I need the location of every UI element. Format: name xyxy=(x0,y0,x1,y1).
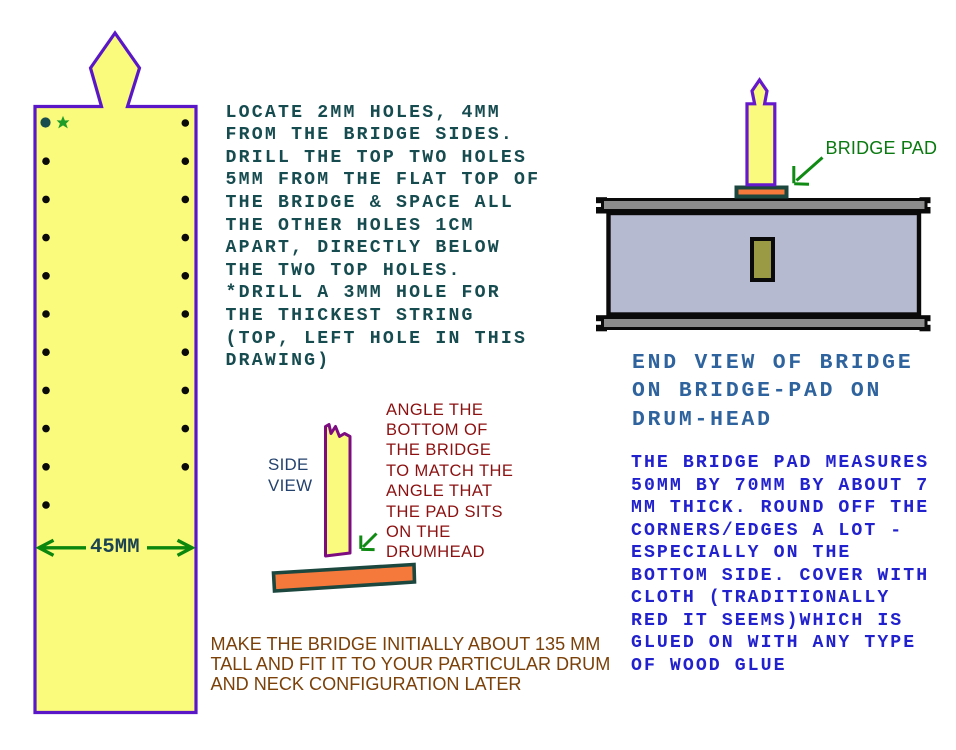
drill-hole-dot xyxy=(42,157,50,165)
drill-hole-dot xyxy=(181,272,190,280)
bridge-side-outline xyxy=(324,423,352,558)
drill-hole-dot xyxy=(42,463,50,471)
drill-hole-dot xyxy=(181,386,190,395)
bridge-pad-end-view xyxy=(734,185,789,199)
drill-hole-dot xyxy=(42,386,50,395)
drum-port xyxy=(750,237,775,282)
end-view-title: END VIEW OF BRIDGE ON BRIDGE-PAD ON DRUM… xyxy=(632,350,914,433)
drill-hole-dot xyxy=(42,233,50,242)
drill-hole-dot xyxy=(181,424,190,433)
bridge-front-outline xyxy=(33,30,198,715)
height-note-text: MAKE THE BRIDGE INITIALLY ABOUT 135 MM T… xyxy=(210,633,611,694)
width-dimension-label: 45MM xyxy=(90,536,140,560)
drill-hole-dot xyxy=(42,424,50,433)
drum-bottom-rim xyxy=(596,315,931,332)
3mm-hole-dot xyxy=(40,117,51,128)
pad-side-outline xyxy=(271,562,417,593)
pad-note-text: THE BRIDGE PAD MEASURES 50MM BY 70MM BY … xyxy=(631,453,930,676)
drill-hole-dot xyxy=(181,195,190,204)
drill-hole-dot xyxy=(42,195,50,204)
drill-hole-dot xyxy=(42,348,50,357)
bridge-pad-arrow xyxy=(792,156,824,186)
width-dimension-arrow xyxy=(35,538,196,557)
drill-hole-dot xyxy=(181,463,190,471)
drum-top-rim xyxy=(596,197,931,214)
drill-hole-dot xyxy=(42,310,50,318)
drill-hole-dot xyxy=(181,119,190,127)
angle-note-text: ANGLE THE BOTTOM OF THE BRIDGE TO MATCH … xyxy=(386,400,514,562)
drill-hole-dot xyxy=(181,310,190,318)
drill-hole-dot xyxy=(181,348,190,357)
bridge-end-outline xyxy=(745,77,777,187)
drill-hole-dot xyxy=(181,233,190,242)
drill-hole-dot xyxy=(42,272,50,280)
drill-hole-dot xyxy=(42,501,50,509)
bridge-pad-label: BRIDGE PAD xyxy=(825,138,938,159)
angle-arrow xyxy=(359,532,378,552)
side-view-label: SIDE VIEW xyxy=(268,455,313,495)
drill-hole-dot xyxy=(181,157,190,165)
string-holes-group xyxy=(42,119,190,509)
asterisk-star-icon xyxy=(56,115,70,129)
hole-instructions-text: LOCATE 2MM HOLES, 4MM FROM THE BRIDGE SI… xyxy=(225,102,541,372)
